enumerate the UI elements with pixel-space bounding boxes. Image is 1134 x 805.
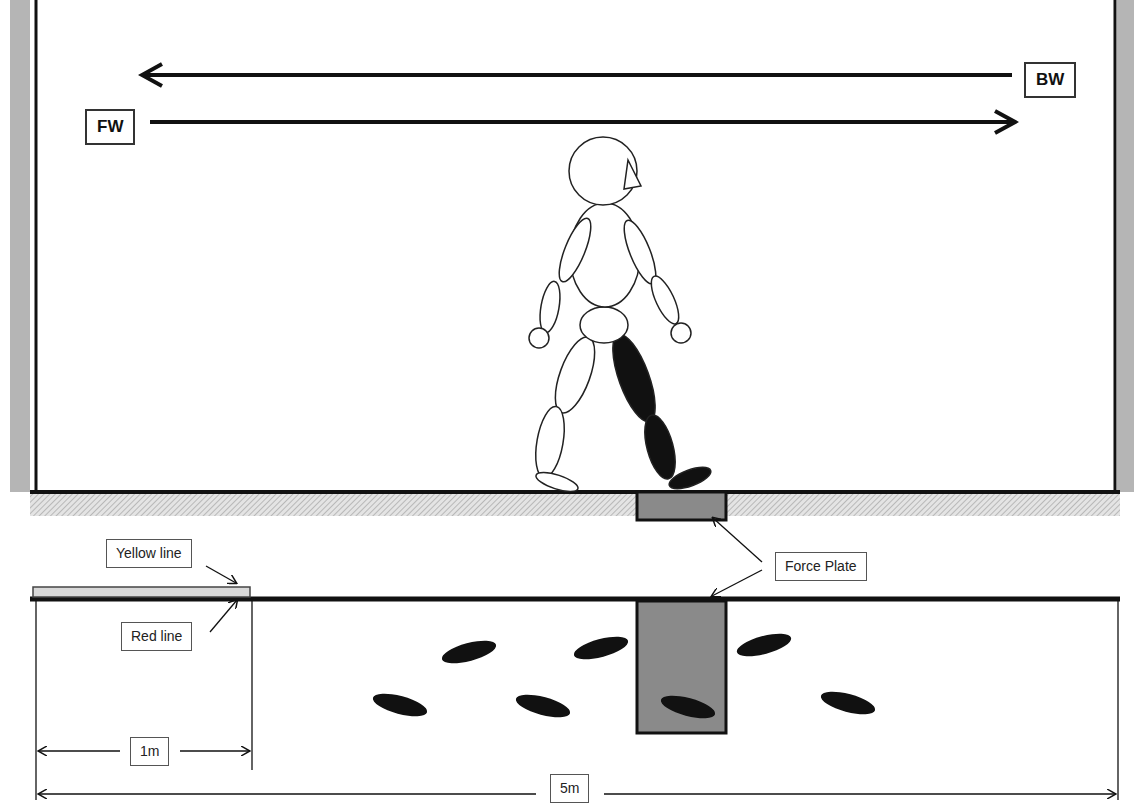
walking-figure-part <box>537 280 564 334</box>
floor-side-view-part <box>637 492 726 520</box>
dimension-lines-part <box>604 793 1115 794</box>
walking-figure-part <box>531 404 569 479</box>
dimension-lines-part <box>1117 600 1118 800</box>
walking-figure-part <box>547 332 603 417</box>
footprints <box>371 629 878 723</box>
room-walls-part <box>1114 0 1117 494</box>
direction-arrows-part <box>150 120 1015 124</box>
direction-label: FW <box>85 109 135 145</box>
room-walls <box>10 0 1134 494</box>
callout-leaders-part <box>713 518 762 562</box>
walking-figure-part <box>553 215 597 286</box>
label-text: 1m <box>140 743 159 759</box>
footprints-part <box>819 687 878 719</box>
label-text: Force Plate <box>785 558 857 574</box>
callout-label: Red line <box>121 622 192 651</box>
walking-figure <box>529 137 713 495</box>
label-text: BW <box>1036 70 1064 89</box>
callout-label: Yellow line <box>106 539 192 568</box>
room-walls-part <box>35 0 38 494</box>
floor-top-view-part <box>33 587 250 597</box>
footprints-part <box>735 629 794 661</box>
floor-top-view-part <box>637 601 726 733</box>
walking-figure-part <box>624 160 641 189</box>
callout-label: Force Plate <box>775 552 867 581</box>
floor-side-view-part <box>30 494 1120 516</box>
floor-top-view <box>30 587 1120 733</box>
footprints-part <box>440 636 499 668</box>
dimension-label: 5m <box>550 774 589 803</box>
walking-figure-part <box>646 273 684 328</box>
room-walls-part <box>1117 0 1134 492</box>
walking-figure-part <box>671 323 691 343</box>
dimension-lines-part <box>39 750 120 751</box>
dimension-lines-part <box>35 600 36 800</box>
walking-figure-part <box>639 412 681 482</box>
direction-arrows <box>142 75 1015 122</box>
direction-label: BW <box>1024 62 1076 98</box>
walking-figure-part <box>529 328 549 348</box>
dimension-lines-part <box>180 750 249 751</box>
callout-leaders-part <box>206 566 236 583</box>
footprints-part <box>572 632 631 664</box>
dimension-lines <box>36 600 1118 800</box>
label-text: Red line <box>131 628 182 644</box>
floor-side-view <box>30 492 1120 520</box>
walking-figure-part <box>667 463 714 493</box>
callout-leaders <box>206 518 762 632</box>
label-text: 5m <box>560 780 579 796</box>
walking-figure-part <box>580 307 628 343</box>
dimension-label: 1m <box>130 737 169 766</box>
room-walls-part <box>10 0 30 492</box>
callout-leaders-part <box>210 600 237 632</box>
label-text: FW <box>97 117 123 136</box>
callout-leaders-part <box>712 570 762 596</box>
dimension-lines-part <box>39 793 536 794</box>
footprints-part <box>514 690 573 722</box>
walking-figure-part <box>534 469 580 496</box>
label-text: Yellow line <box>116 545 182 561</box>
direction-arrows-part <box>142 73 1012 77</box>
footprints-part <box>659 691 718 723</box>
dimension-lines-part <box>251 600 252 770</box>
footprints-part <box>371 689 430 721</box>
walking-figure-part <box>604 330 664 427</box>
